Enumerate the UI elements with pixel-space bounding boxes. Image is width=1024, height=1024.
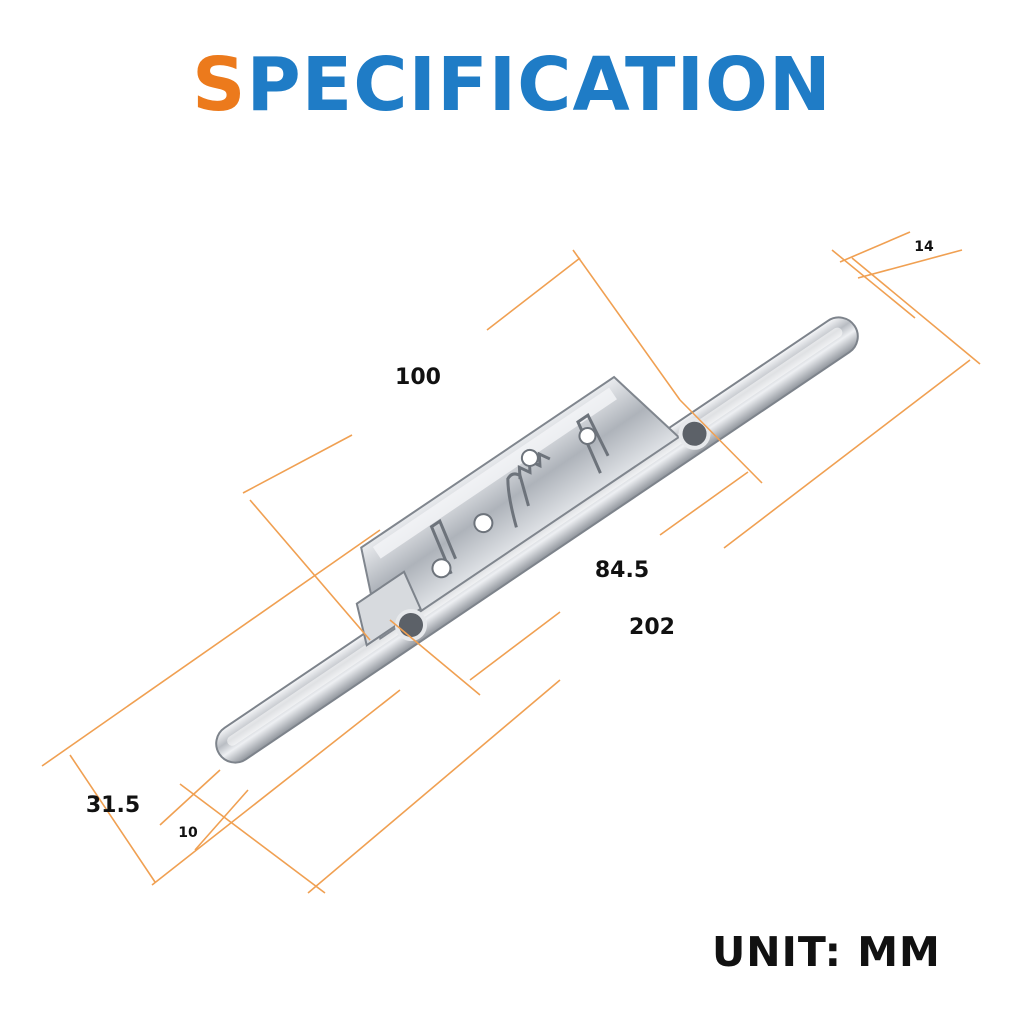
dim-label-84-5: 84.5 <box>595 558 649 583</box>
page-title: SPECIFICATION <box>0 48 1024 122</box>
dimension-lines <box>41 231 981 894</box>
title-first-letter: S <box>192 42 247 128</box>
unit-label: UNIT: MM <box>712 928 941 976</box>
title-rest: PECIFICATION <box>246 42 832 128</box>
dim-label-31-5: 31.5 <box>86 793 140 818</box>
springs <box>429 412 610 575</box>
dim-label-202: 202 <box>629 615 675 640</box>
dim-label-100: 100 <box>395 365 441 390</box>
dim-label-10: 10 <box>178 825 198 841</box>
dim-label-14: 14 <box>914 239 934 255</box>
clip-illustration <box>215 316 859 764</box>
